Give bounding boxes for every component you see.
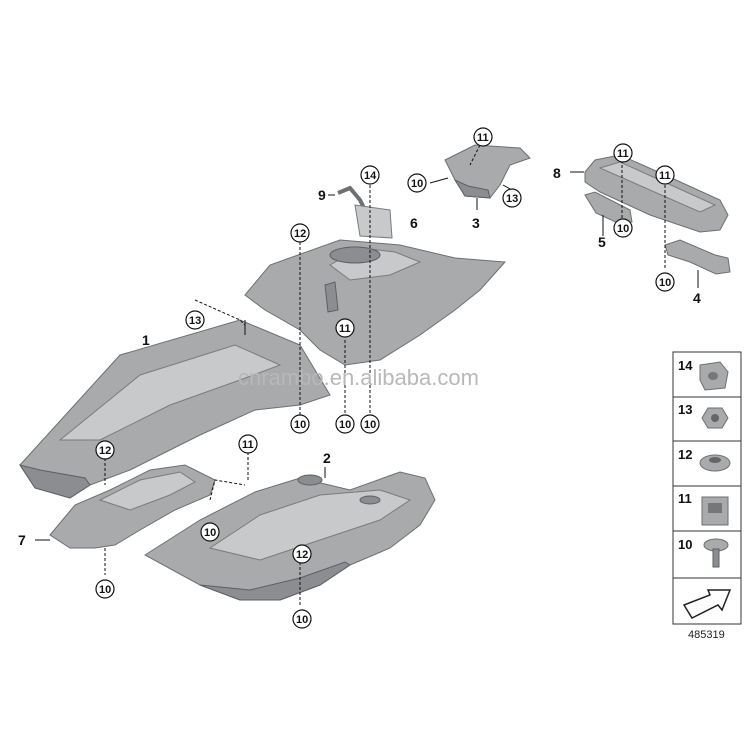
svg-text:10: 10 (296, 614, 308, 626)
legend-row-12: 12 (678, 447, 731, 472)
legend-row-10: 10 (678, 537, 729, 568)
svg-text:13: 13 (506, 193, 518, 205)
fastener-legend: 14 13 12 11 10 (672, 351, 742, 625)
svg-text:10: 10 (678, 537, 692, 552)
callout-10: 10 (360, 414, 380, 434)
svg-text:10: 10 (204, 527, 216, 539)
svg-text:11: 11 (242, 439, 254, 451)
svg-text:11: 11 (617, 148, 629, 160)
part-label-9: 9 (318, 187, 326, 203)
callout-13: 13 (502, 188, 522, 208)
callout-10: 10 (290, 414, 310, 434)
callout-11: 11 (238, 434, 258, 454)
leader-lines (104, 144, 666, 605)
svg-text:12: 12 (99, 445, 111, 457)
watermark: cnrambo.en.alibaba.com (238, 365, 479, 390)
svg-text:12: 12 (678, 447, 692, 462)
legend-arrow-icon (682, 589, 732, 619)
svg-text:10: 10 (617, 223, 629, 235)
svg-text:14: 14 (364, 170, 377, 182)
underbody-panel-part-7 (35, 464, 216, 549)
svg-text:10: 10 (294, 419, 306, 431)
part-label-6: 6 (410, 215, 418, 231)
svg-text:11: 11 (659, 170, 671, 182)
callout-12: 12 (290, 223, 310, 243)
part-label-1: 1 (142, 332, 150, 348)
svg-text:13: 13 (678, 402, 692, 417)
part-label-5: 5 (598, 234, 606, 250)
svg-text:13: 13 (189, 315, 201, 327)
diagram-number: 485319 (688, 629, 725, 641)
part-label-2: 2 (323, 450, 331, 466)
underbody-panel-part-2 (144, 467, 436, 601)
legend-row-13: 13 (678, 402, 729, 429)
callout-11: 11 (473, 127, 493, 147)
part-label-8: 8 (553, 165, 561, 181)
callout-11: 11 (655, 165, 675, 185)
strip-part-5 (584, 191, 633, 236)
svg-text:11: 11 (477, 132, 489, 144)
bracket-part-9 (328, 185, 393, 239)
svg-text:10: 10 (99, 584, 111, 596)
underbody-panel-part-6 (244, 239, 507, 366)
callout-10: 10 (613, 218, 633, 238)
svg-text:10: 10 (411, 178, 423, 190)
callout-12: 12 (292, 544, 312, 564)
legend-row-11: 11 (678, 491, 729, 526)
callout-11: 11 (613, 143, 633, 163)
callout-10: 10 (407, 173, 427, 193)
callout-10: 10 (95, 579, 115, 599)
part-label-4: 4 (693, 290, 701, 306)
callout-12: 12 (95, 440, 115, 460)
callout-10: 10 (200, 522, 220, 542)
callout-10: 10 (655, 272, 675, 292)
svg-text:11: 11 (339, 323, 351, 335)
legend-row-14: 14 (678, 358, 729, 391)
strip-part-4 (664, 239, 731, 288)
bracket-part-3 (444, 144, 531, 210)
part-label-7: 7 (18, 532, 26, 548)
svg-text:14: 14 (678, 358, 693, 373)
svg-text:10: 10 (364, 419, 376, 431)
callout-14: 14 (360, 165, 380, 185)
callout-10: 10 (335, 414, 355, 434)
callout-10: 10 (292, 609, 312, 629)
part-label-3: 3 (472, 215, 480, 231)
svg-text:11: 11 (678, 491, 692, 506)
svg-text:12: 12 (296, 549, 308, 561)
svg-text:12: 12 (294, 228, 306, 240)
callout-11: 11 (335, 318, 355, 338)
callout-13: 13 (185, 310, 205, 330)
svg-text:10: 10 (339, 419, 351, 431)
svg-text:10: 10 (659, 277, 671, 289)
